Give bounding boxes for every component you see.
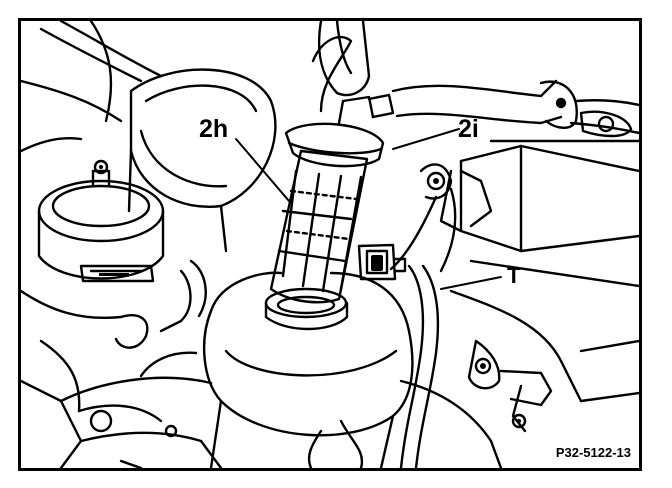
round-canister [127, 68, 277, 253]
mounting-bracket [59, 351, 223, 468]
upper-right-hose [391, 79, 639, 135]
reference-code: P32-5122-13 [555, 445, 631, 460]
return-hose [399, 264, 440, 468]
upper-left-hoses [21, 21, 163, 153]
label-t: T [507, 263, 521, 288]
illustration-frame: 2h 2i T P32-5122-13 [18, 18, 642, 471]
filter-cartridge [269, 35, 395, 304]
label-2h: 2h [199, 115, 229, 143]
hand-outline [317, 21, 371, 97]
sensor-plug [357, 243, 407, 281]
vacuum-diaphragm [37, 159, 165, 283]
hydraulic-reservoir [202, 271, 414, 468]
bracket-and-wiring [389, 163, 493, 273]
leader-lines [235, 128, 502, 290]
label-2i: 2i [458, 115, 479, 143]
lower-left-assembly [21, 259, 207, 468]
engine-bay-drawing [21, 21, 639, 468]
right-engine-block [399, 110, 639, 468]
shaded-details [99, 100, 564, 423]
